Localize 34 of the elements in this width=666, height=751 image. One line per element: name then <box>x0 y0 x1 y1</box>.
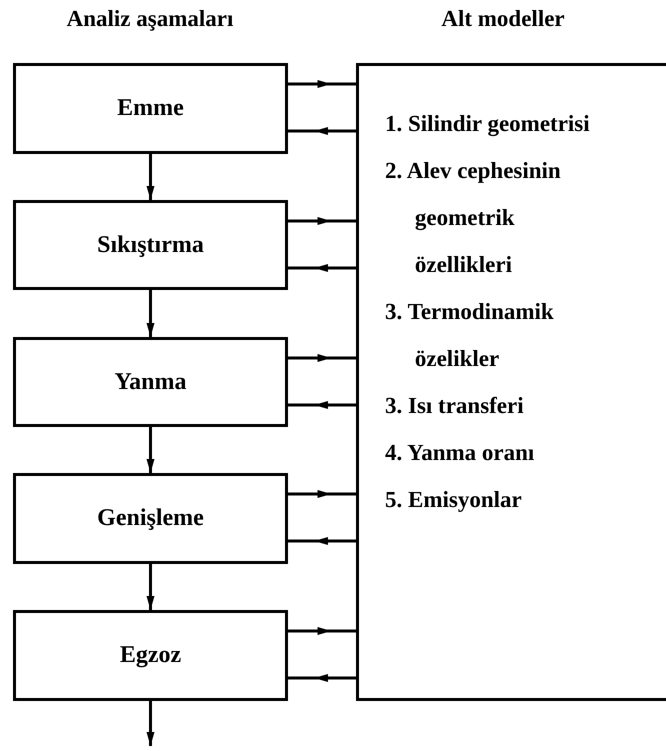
submodel-item: 3. Isı transferi <box>385 392 525 420</box>
submodel-item: 3. Termodinamik özelikler <box>385 298 555 373</box>
column-heading: Analiz aşamaları <box>66 6 234 32</box>
arrow <box>288 80 358 88</box>
stage-label: Sıkıştırma <box>97 232 204 258</box>
stage-label: Egzoz <box>120 642 182 669</box>
stage-box <box>13 337 288 427</box>
arrow <box>288 127 358 135</box>
arrow <box>288 354 358 362</box>
arrow <box>288 264 358 272</box>
stage-box <box>13 473 288 564</box>
submodel-box <box>356 63 666 701</box>
stage-box <box>13 200 288 290</box>
stage-box <box>13 63 288 154</box>
arrow <box>288 217 358 225</box>
arrow <box>146 701 154 746</box>
arrow <box>146 564 154 610</box>
arrow <box>288 490 358 498</box>
stage-label: Genişleme <box>97 505 204 532</box>
arrow <box>146 427 154 473</box>
submodel-item: 5. Emisyonlar <box>385 486 523 514</box>
submodel-item: 2. Alev cephesinin geometrik özellikleri <box>385 157 562 279</box>
submodel-item: 4. Yanma oranı <box>385 439 536 467</box>
submodel-item: 1. Silindir geometrisi <box>385 110 591 138</box>
arrow <box>288 627 358 635</box>
arrow <box>288 401 358 409</box>
stage-label: Emme <box>117 95 184 122</box>
arrow <box>146 154 154 200</box>
column-heading: Alt modeller <box>441 6 565 32</box>
stage-label: Yanma <box>114 368 186 396</box>
stage-box <box>13 610 288 701</box>
arrow <box>146 290 154 337</box>
arrow <box>288 537 358 545</box>
arrow <box>288 674 358 682</box>
